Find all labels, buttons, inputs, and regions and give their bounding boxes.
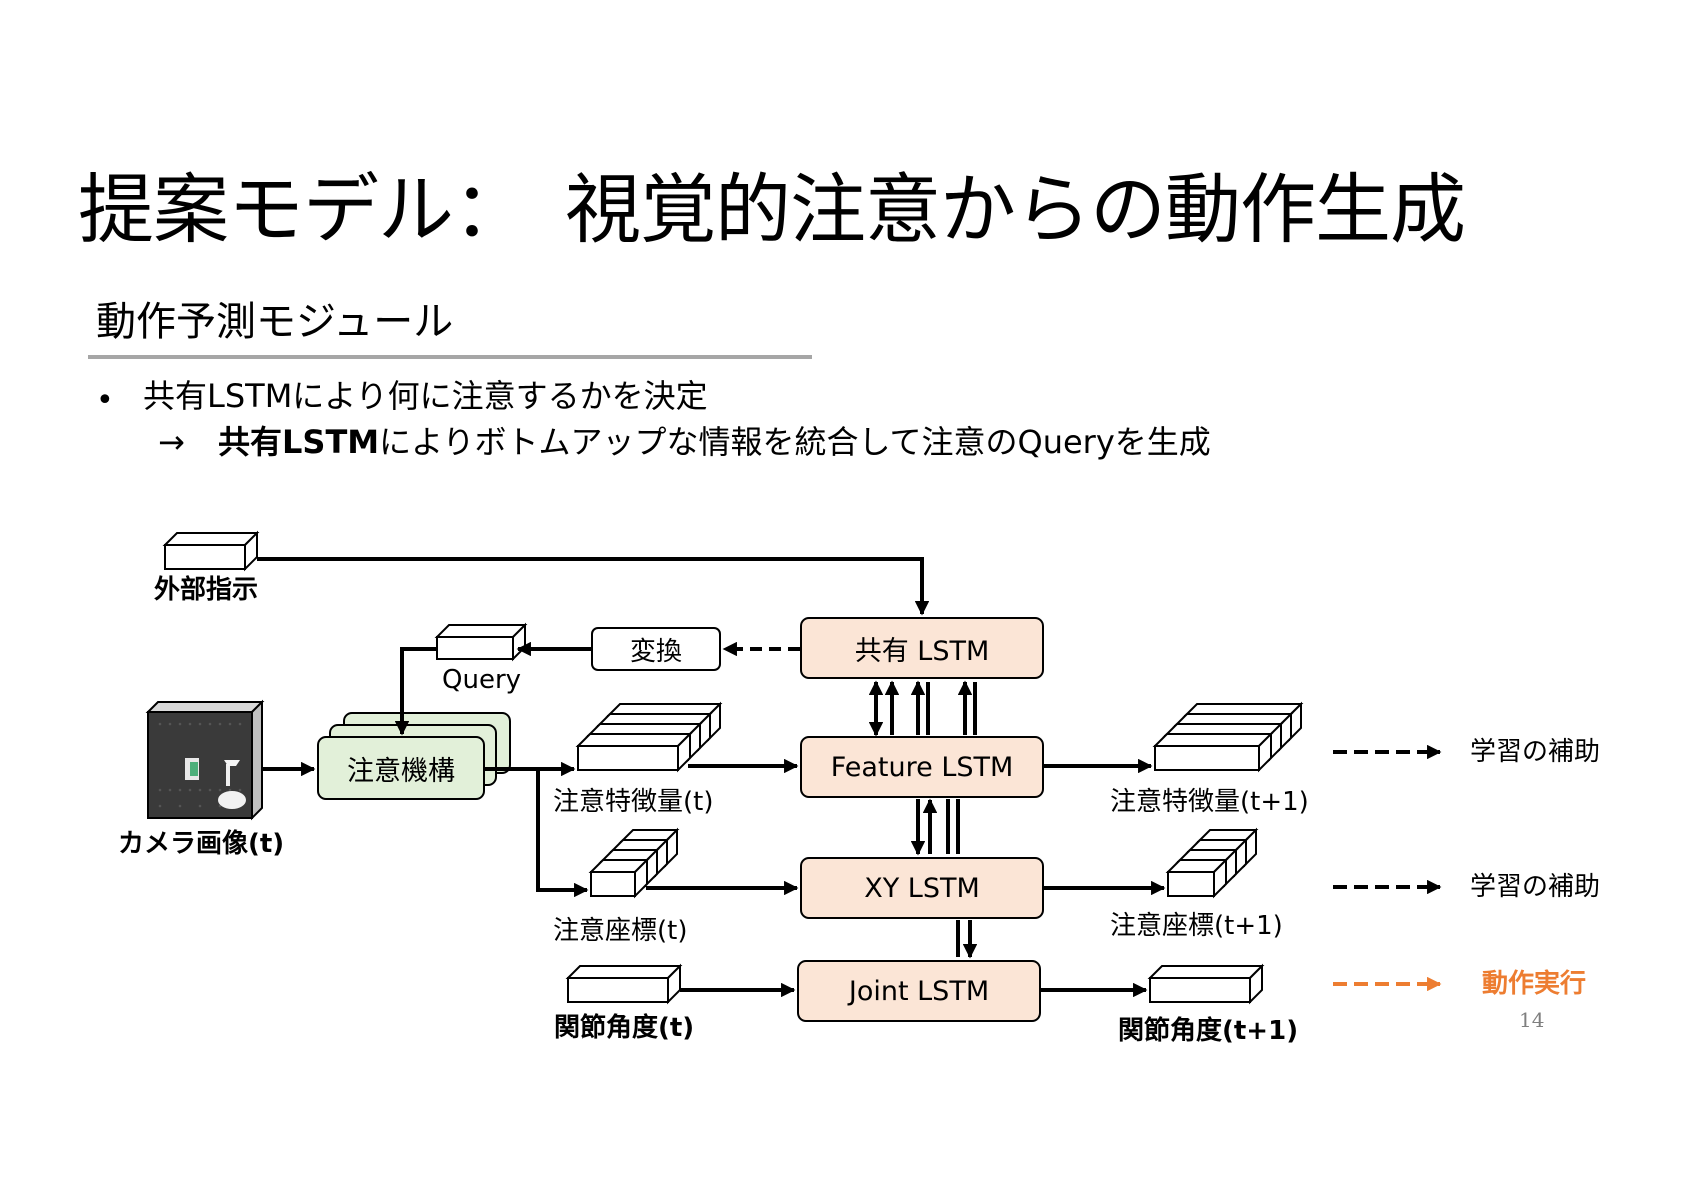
bullet-marker: • (96, 383, 114, 418)
legend-label-aux-1: 学習の補助 (1470, 737, 1601, 767)
legend-label-aux-2: 学習の補助 (1470, 872, 1601, 902)
arrow-attention-to-coord (536, 769, 589, 898)
bullet-text-2-bold: 共有LSTM (218, 423, 380, 461)
transform-label: 変換 (629, 636, 682, 667)
transform-box (591, 627, 721, 671)
joint-lstm-label: Joint LSTM (848, 975, 990, 1007)
legend-label-action: 動作実行 (1482, 969, 1587, 999)
feature-t1-tensor-icon (1152, 701, 1304, 773)
query-tensor-icon (434, 622, 528, 662)
camera-label: カメラ画像(t) (118, 829, 285, 859)
arrow-external-to-shared (257, 557, 930, 616)
xy-lstm-label: XY LSTM (864, 872, 980, 904)
bullet-text-2: 共有LSTMによりボトムアップな情報を統合して注意のQueryを生成 (218, 421, 1211, 463)
joint-t-tensor-icon (565, 963, 683, 1005)
query-label: Query (442, 665, 522, 695)
feature-t1-label: 注意特徴量(t+1) (1110, 787, 1309, 817)
coord-t1-label: 注意座標(t+1) (1110, 911, 1283, 941)
coord-t-tensor-icon (588, 827, 680, 899)
shared-lstm-box (800, 617, 1044, 679)
slide-title: 提案モデル： 視覚的注意からの動作生成 (78, 165, 1466, 254)
section-subtitle: 動作予測モジュール (96, 299, 454, 345)
attention-box-stack (317, 712, 511, 800)
right-arrow-icon: → (158, 423, 185, 461)
subtitle-underline (88, 355, 812, 359)
bullet-text-2-rest: によりボトムアップな情報を統合して注意のQueryを生成 (379, 423, 1211, 461)
feature-lstm-label: Feature LSTM (830, 751, 1014, 783)
external-input-tensor-icon (162, 530, 260, 572)
page-number: 14 (1519, 1008, 1545, 1032)
camera-image (145, 699, 265, 821)
coord-t1-tensor-icon (1165, 827, 1259, 899)
shared-lstm-label: 共有 LSTM (854, 635, 990, 667)
feature-t-label: 注意特徴量(t) (553, 787, 714, 817)
arrow-query-to-attention (394, 647, 437, 736)
joint-t-label: 関節角度(t) (554, 1013, 695, 1043)
attention-label: 注意機構 (347, 755, 455, 787)
joint-t1-tensor-icon (1147, 963, 1265, 1005)
coord-t-label: 注意座標(t) (553, 916, 688, 946)
feature-t-tensor-icon (575, 701, 723, 773)
external-label: 外部指示 (154, 575, 259, 605)
bullet-text-1: 共有LSTMにより何に注意するかを決定 (143, 377, 708, 415)
joint-t1-label: 関節角度(t+1) (1118, 1016, 1299, 1046)
